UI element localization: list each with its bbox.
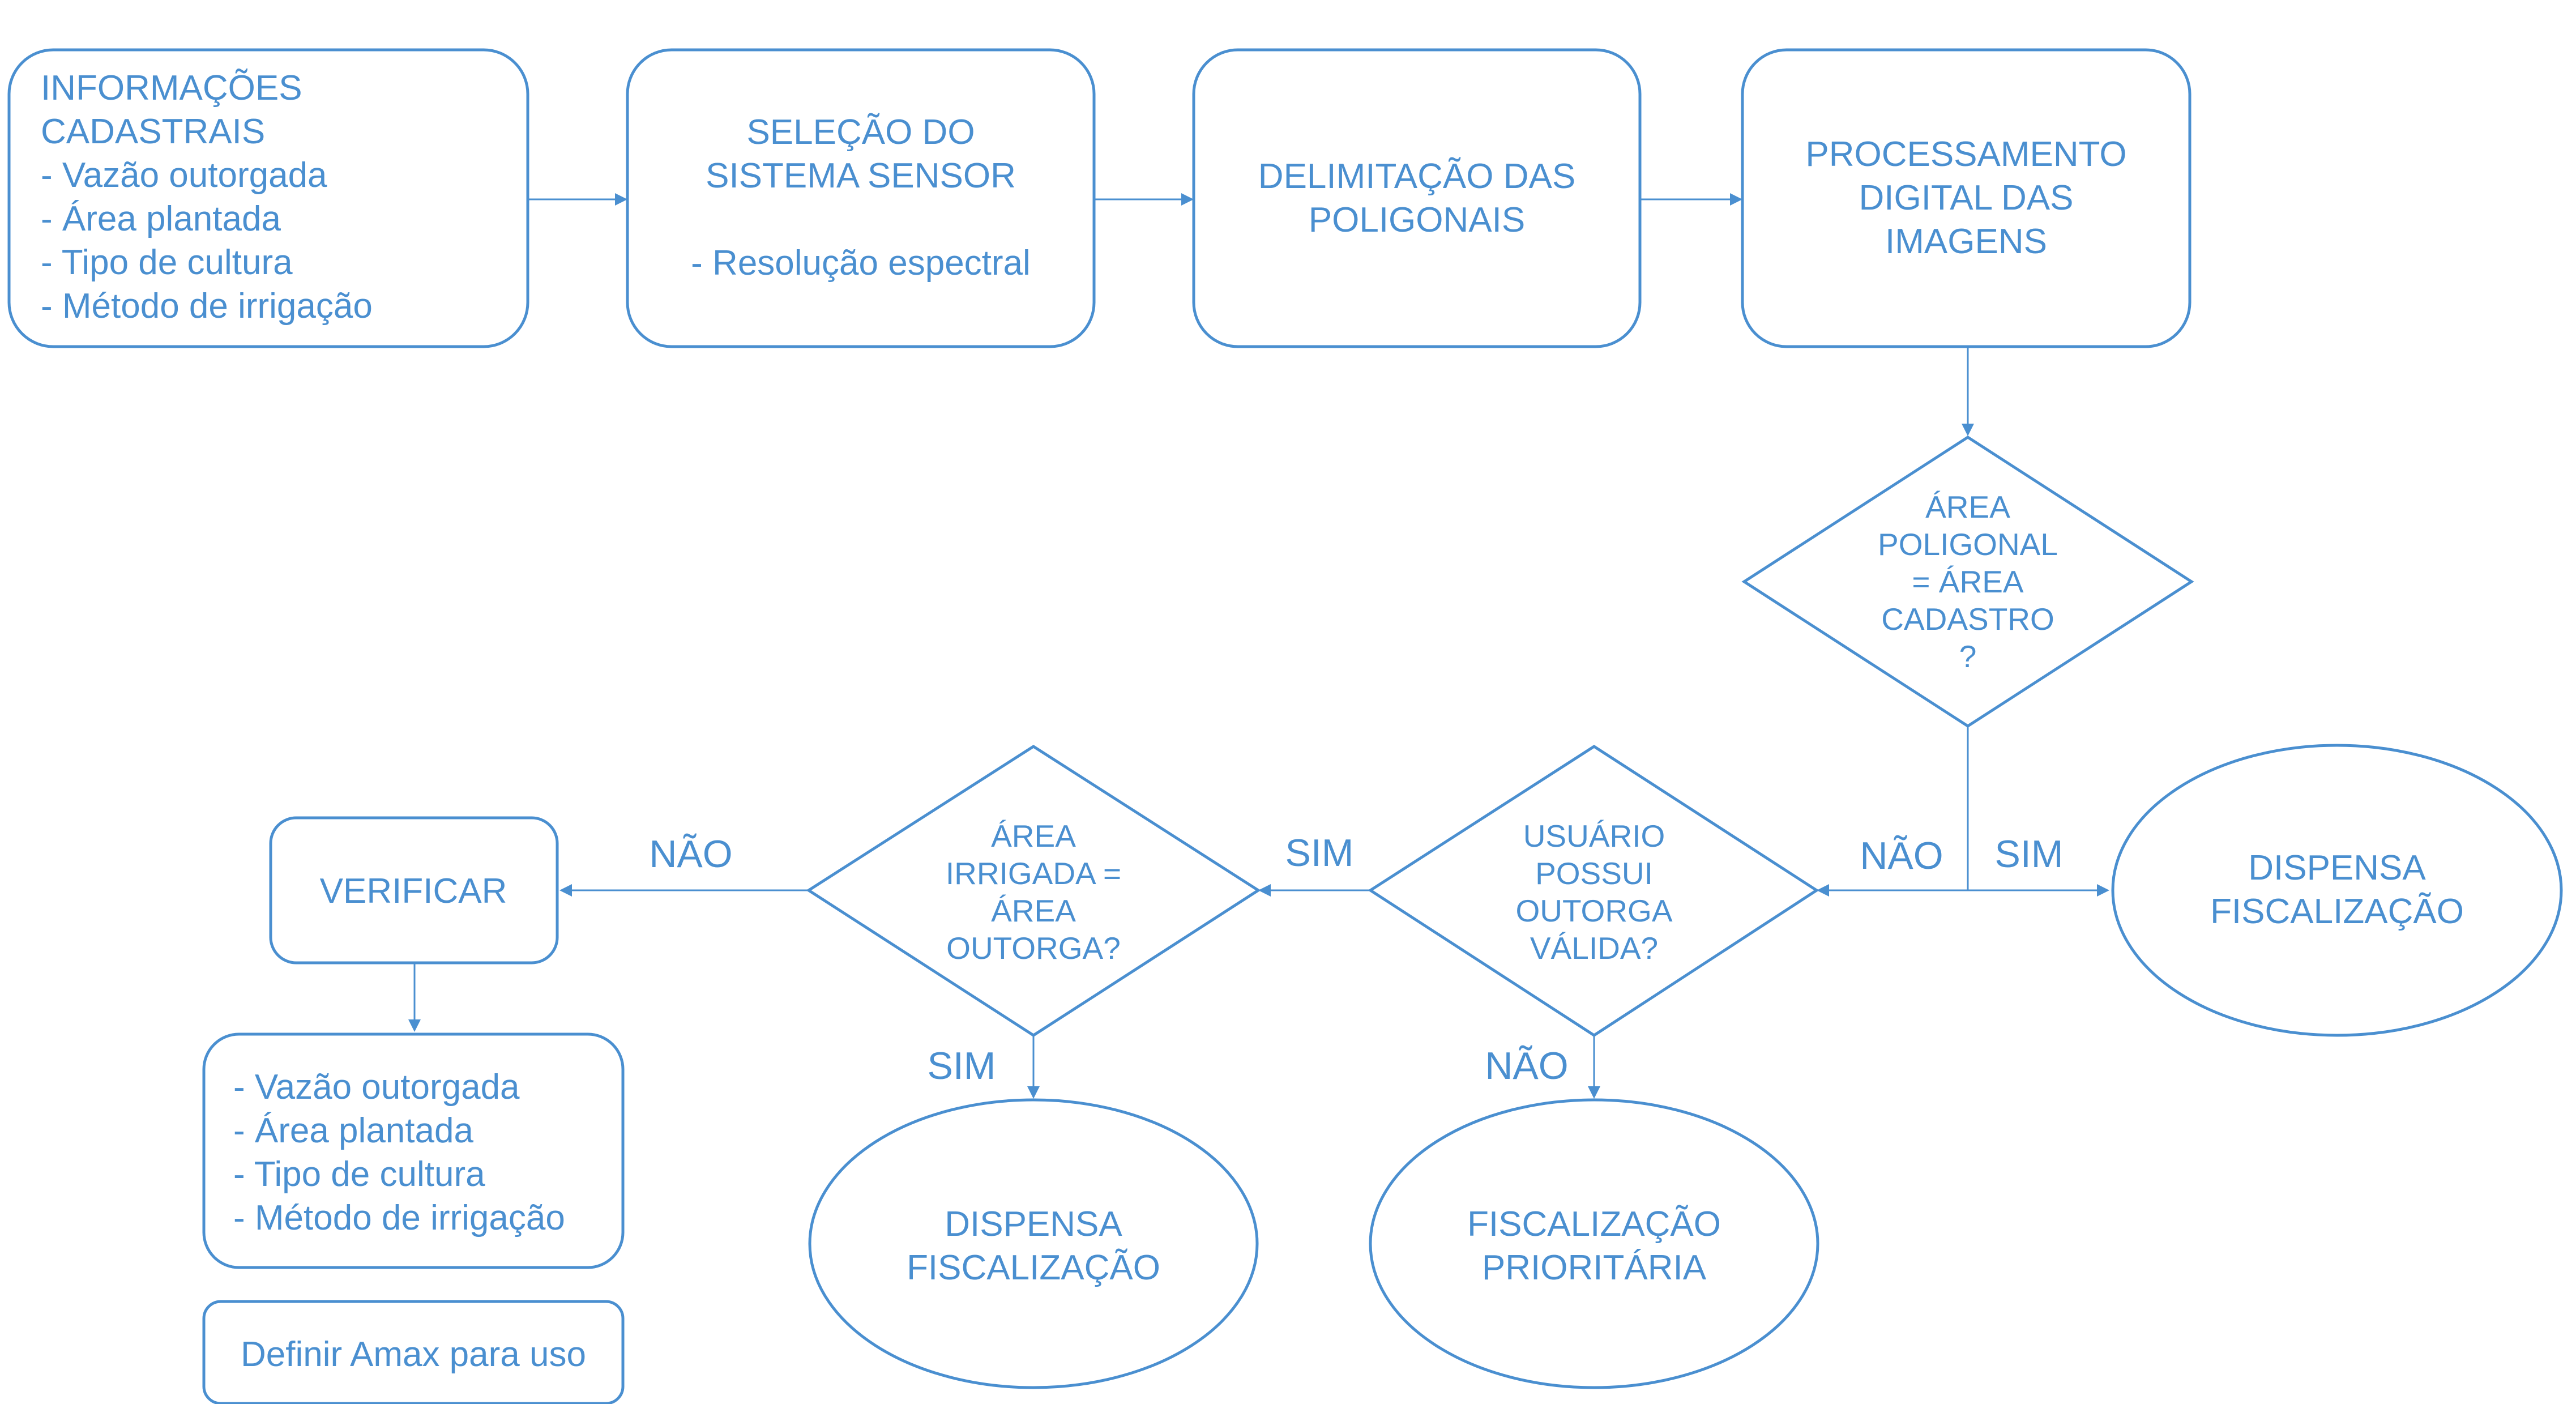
text-line: - Vazão outorgada [233, 1068, 520, 1107]
box-selecao-sistema-sensor: SELEÇÃO DO SISTEMA SENSOR - Resolução esp… [626, 48, 1096, 348]
text-line: PROCESSAMENTO [1805, 135, 2126, 174]
arrowhead-poligonais [1181, 193, 1194, 206]
text-line: OUTORGA? [946, 931, 1121, 966]
box-amax-text: Definir Amax para uso [241, 1335, 586, 1374]
arrowhead-area-cadastro [1962, 424, 1974, 436]
text-line: CADASTRAIS [41, 112, 265, 151]
text-line: VÁLIDA? [1530, 931, 1658, 966]
label-sim-area-irrigada: SIM [928, 1044, 996, 1087]
text-line: POLIGONAIS [1309, 200, 1525, 240]
arrowhead-outorga [1817, 884, 1829, 897]
text-line [856, 200, 865, 239]
text-line: PRIORITÁRIA [1482, 1248, 1707, 1287]
text-line: ? [1959, 639, 1977, 674]
text-line: FISCALIZAÇÃO [2210, 892, 2464, 931]
text-line: POSSUI [1535, 856, 1653, 891]
arrowhead-dispensa-2 [1027, 1086, 1040, 1099]
box-processamento-digital: PROCESSAMENTO DIGITAL DAS IMAGENS [1741, 48, 2191, 348]
text-line: - Área plantada [233, 1111, 473, 1150]
arrowhead-prioritaria [1588, 1086, 1600, 1099]
text-line: FISCALIZAÇÃO [907, 1248, 1160, 1287]
terminal-fiscalizacao-prioritaria: FISCALIZAÇÃO PRIORITÁRIA [1369, 1098, 1819, 1389]
terminal-dispensa-fiscalizacao-2: DISPENSA FISCALIZAÇÃO [808, 1098, 1259, 1389]
box-verificar-itens: - Vazão outorgada - Área plantada - Tipo d… [202, 1032, 625, 1269]
text-line: ÁREA [991, 818, 1076, 854]
label-nao-area-irrigada: NÃO [649, 833, 732, 876]
label-nao-area-cadastro: NÃO [1860, 834, 1943, 877]
text-line: - Tipo de cultura [41, 243, 293, 282]
arrowhead-sensor [615, 193, 627, 206]
text-line: = ÁREA [1912, 564, 2023, 599]
text-line: SELEÇÃO DO [746, 113, 975, 152]
box-verificar: VERIFICAR [269, 816, 559, 965]
text-line: INFORMAÇÕES [41, 69, 302, 108]
text-line: ÁREA [991, 893, 1076, 928]
arrowhead-verificar [559, 884, 572, 897]
box-delimitacao-poligonais: DELIMITAÇÃO DAS POLIGONAIS [1192, 48, 1642, 348]
text-line: USUÁRIO [1523, 818, 1665, 854]
text-line: Definir Amax para uso [241, 1335, 586, 1374]
text-line: POLIGONAL [1878, 527, 2058, 562]
box-informacoes-cadastrais: INFORMAÇÕES CADASTRAIS - Vazão outorgada - … [7, 48, 529, 348]
text-line: - Método de irrigação [41, 287, 373, 326]
label-sim-area-cadastro: SIM [1995, 833, 2064, 876]
terminal-dispensa-fiscalizacao-1: DISPENSA FISCALIZAÇÃO [2111, 744, 2563, 1037]
box-processamento-text: PROCESSAMENTO DIGITAL DAS IMAGENS [1805, 135, 2126, 261]
arrowhead-processamento [1730, 193, 1742, 206]
arrowhead-area-irrigada [1258, 884, 1271, 897]
text-line: VERIFICAR [320, 872, 507, 911]
text-line: OUTORGA [1515, 893, 1672, 928]
label-sim-outorga: SIM [1285, 831, 1354, 874]
text-line: DELIMITAÇÃO DAS [1258, 157, 1575, 196]
box-poligonais-text: DELIMITAÇÃO DAS POLIGONAIS [1258, 157, 1575, 240]
text-line: DISPENSA [945, 1205, 1122, 1244]
text-line: SISTEMA SENSOR [706, 156, 1016, 195]
box-definir-amax: Definir Amax para uso [202, 1300, 625, 1404]
text-line: - Resolução espectral [691, 244, 1031, 283]
text-line: CADASTRO [1881, 601, 2054, 637]
text-line: DIGITAL DAS [1859, 178, 2074, 217]
box-verificar-itens-text: - Vazão outorgada - Área plantada - Tipo d… [233, 1068, 565, 1237]
arrowhead-dispensa-1 [2097, 884, 2109, 897]
box-verificar-text: VERIFICAR [320, 872, 507, 911]
text-line: - Área plantada [41, 199, 281, 238]
text-line: IRRIGADA = [946, 856, 1121, 891]
text-line: ÁREA [1925, 489, 2010, 524]
box-cadastrais-text: INFORMAÇÕES CADASTRAIS - Vazão outorgada - … [41, 69, 373, 326]
edge-labels: NÃO SIM SIM NÃO NÃO SIM [649, 831, 2063, 1087]
box-sensor-text: SELEÇÃO DO SISTEMA SENSOR - Resolução esp… [691, 113, 1031, 283]
terminal-prioritaria-text: FISCALIZAÇÃO PRIORITÁRIA [1467, 1205, 1721, 1287]
text-line: - Método de irrigação [233, 1198, 565, 1237]
label-nao-outorga: NÃO [1485, 1044, 1568, 1087]
terminal-dispensa-1-text: DISPENSA FISCALIZAÇÃO [2210, 848, 2464, 931]
text-line: FISCALIZAÇÃO [1467, 1205, 1721, 1244]
edges [408, 193, 2109, 1099]
terminal-dispensa-2-text: DISPENSA FISCALIZAÇÃO [907, 1205, 1160, 1287]
text-line: IMAGENS [1885, 222, 2047, 261]
text-line: DISPENSA [2248, 848, 2426, 887]
arrowhead-itens [408, 1019, 421, 1032]
text-line: - Vazão outorgada [41, 156, 327, 195]
text-line: - Tipo de cultura [233, 1155, 485, 1194]
